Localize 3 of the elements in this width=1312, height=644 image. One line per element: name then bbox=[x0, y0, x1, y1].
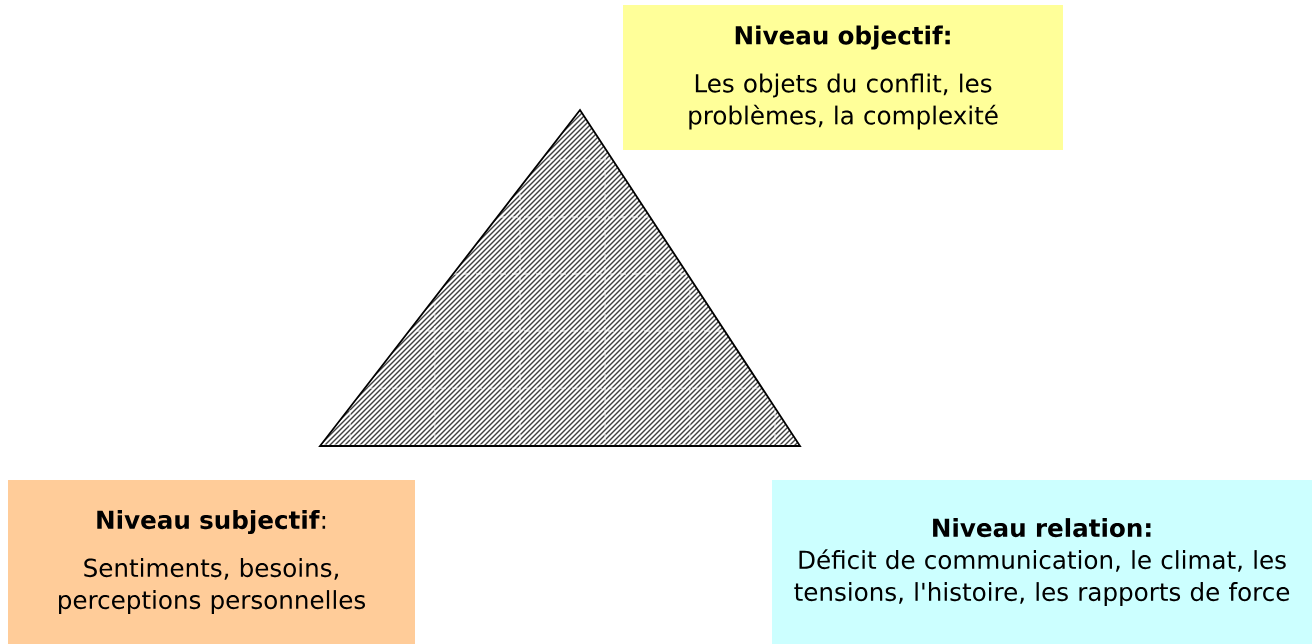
text-box: Niveau subjectif: Sentiments, besoins, perceptions personnelles bbox=[8, 480, 415, 644]
text-box: Niveau relation: Déficit de communication, le climat, les tensions, l'histoire, les rapports de force bbox=[772, 480, 1312, 644]
text-box: Niveau objectif: Les objets du conflit, les problèmes, la complexité bbox=[623, 5, 1063, 150]
